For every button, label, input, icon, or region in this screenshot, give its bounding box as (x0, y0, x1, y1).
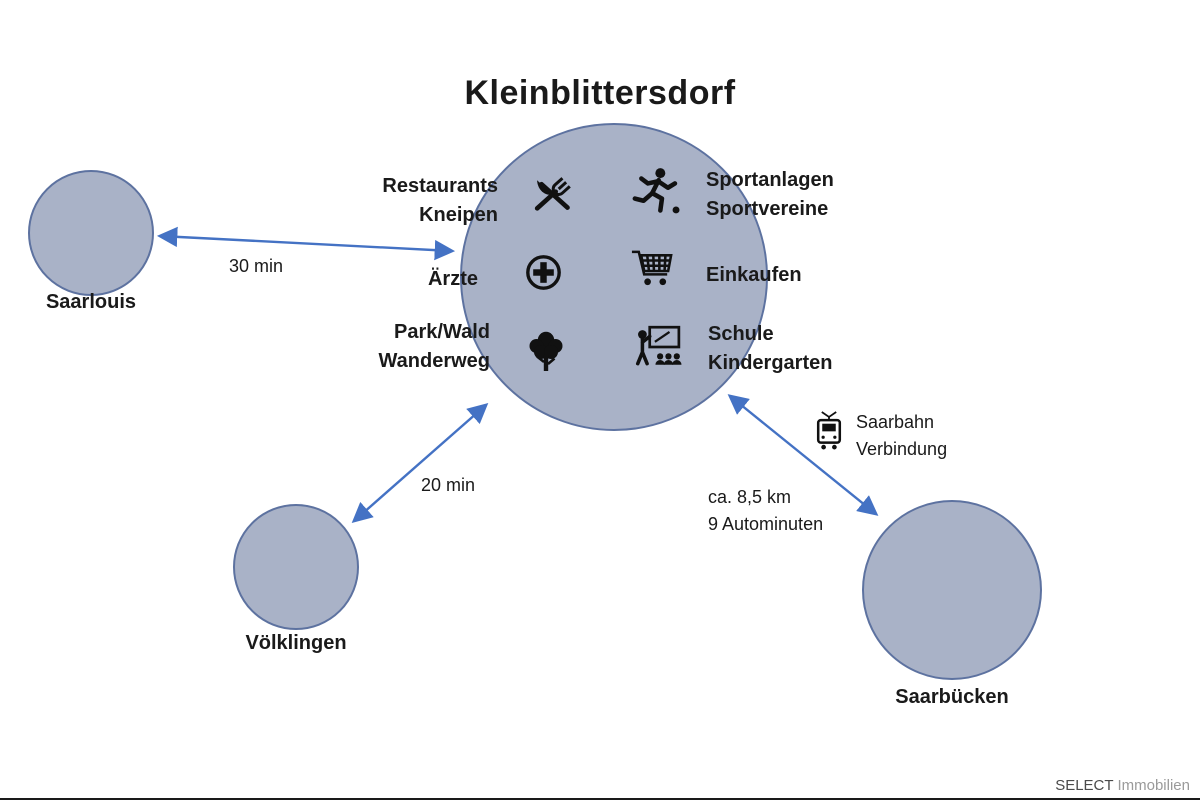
aerzte-label: Ärzte (427, 268, 478, 290)
voelklingen-label: Völklingen (245, 632, 347, 654)
restaurants-label: Restaurants Kneipen (382, 175, 498, 226)
bottom-border-line (0, 798, 1200, 800)
arrow-saarlouis (156, 226, 456, 261)
saarbruecken-circle (862, 500, 1042, 680)
restaurant-icon (528, 171, 576, 219)
arrow-saarbruecken (727, 394, 879, 516)
school-teacher-icon (632, 322, 682, 372)
footer-brand-suffix: Immobilien (1117, 777, 1190, 794)
arrow-voelklingen (351, 402, 489, 524)
saarbruecken-label: Saarbücken (895, 686, 1009, 708)
footer-brand: SELECT Immobilien (1055, 777, 1190, 794)
page-title: Kleinblittersdorf (464, 74, 736, 112)
saarbruecken-distance: ca. 8,5 km 9 Autominuten (708, 487, 824, 534)
park-label: Park/Wald Wanderweg (378, 321, 491, 372)
schule-label: Schule Kindergarten (708, 323, 833, 374)
runner-icon (630, 165, 682, 217)
saarlouis-travel-time: 30 min (229, 256, 284, 276)
einkaufen-label: Einkaufen (706, 264, 802, 286)
voelklingen-travel-time: 20 min (421, 475, 476, 495)
tram-icon (811, 406, 847, 454)
saarlouis-label: Saarlouis (45, 291, 137, 313)
voelklingen-circle (233, 504, 359, 630)
saarlouis-circle (28, 170, 154, 296)
sport-label: Sportanlagen Sportvereine (706, 169, 834, 220)
kleinblittersdorf-circle (460, 123, 768, 431)
footer-brand-name: SELECT (1055, 777, 1114, 794)
saarbahn-label: Saarbahn Verbindung (856, 412, 948, 459)
tree-icon (522, 327, 570, 375)
shopping-cart-icon (629, 246, 676, 293)
medical-cross-icon (522, 251, 565, 294)
